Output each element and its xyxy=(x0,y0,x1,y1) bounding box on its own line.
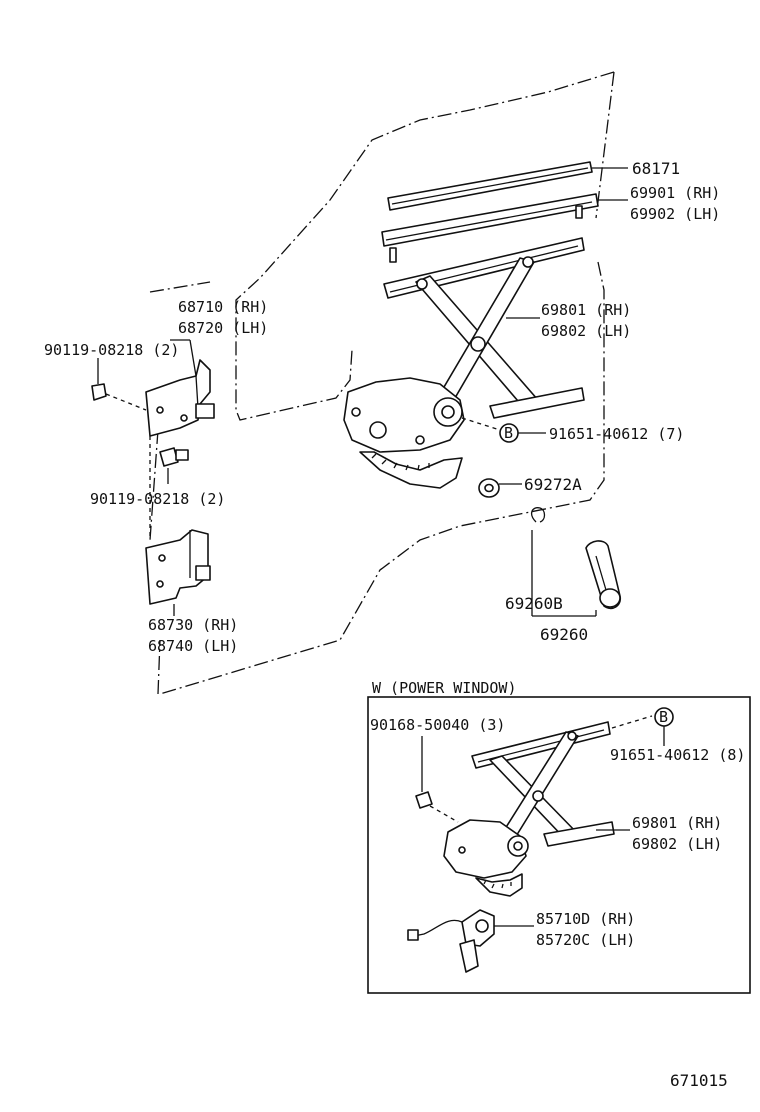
label-inset-regulator-lh: 69802 (LH) xyxy=(632,835,722,853)
label-channel-lh: 69902 (LH) xyxy=(630,205,720,223)
manual-regulator xyxy=(343,237,585,489)
upper-door-hinge xyxy=(145,339,215,437)
label-handle: 69260 xyxy=(540,625,588,644)
bolt-reference-b: B xyxy=(499,423,546,443)
inset-circled-b-label: B xyxy=(659,708,668,726)
label-inset-bolt: 90168-50040 (3) xyxy=(370,716,505,734)
label-washer: 69272A xyxy=(524,475,582,494)
label-regulator-lh: 69802 (LH) xyxy=(541,322,631,340)
label-lower-hinge-rh: 68730 (RH) xyxy=(148,616,238,634)
label-lower-hinge-lh: 68740 (LH) xyxy=(148,637,238,655)
label-bolt-mid: 90119-08218 (2) xyxy=(90,490,225,508)
label-bolt-top: 90119-08218 (2) xyxy=(44,341,179,359)
label-motor-lh: 85720C (LH) xyxy=(536,931,635,949)
glass-run-channel xyxy=(387,161,628,211)
label-inset-bolt-b: 91651-40612 (8) xyxy=(610,746,745,764)
power-window-inset: W (POWER WINDOW) xyxy=(367,679,751,994)
label-glass-run: 68171 xyxy=(632,159,680,178)
label-upper-hinge-lh: 68720 (LH) xyxy=(178,319,268,337)
door-outline xyxy=(149,71,615,695)
lower-door-hinge xyxy=(145,529,211,616)
handle-clip xyxy=(530,507,546,616)
window-crank-handle xyxy=(532,540,622,617)
label-upper-hinge-rh: 68710 (RH) xyxy=(178,298,268,316)
label-regulator-rh: 69801 (RH) xyxy=(541,301,631,319)
label-inset-regulator-rh: 69801 (RH) xyxy=(632,814,722,832)
label-bolt-b: 91651-40612 (7) xyxy=(549,425,684,443)
label-handle-clip: 69260B xyxy=(505,594,563,613)
lower-channel xyxy=(381,193,628,263)
circled-b-label: B xyxy=(504,424,513,442)
figure-number: 671015 xyxy=(670,1071,728,1090)
label-channel-rh: 69901 (RH) xyxy=(630,184,720,202)
hinge-bolt-mid xyxy=(149,436,189,540)
label-motor-rh: 85710D (RH) xyxy=(536,910,635,928)
washer xyxy=(478,478,522,498)
power-window-title: W (POWER WINDOW) xyxy=(372,679,517,697)
hinge-bolt-top xyxy=(91,358,147,411)
